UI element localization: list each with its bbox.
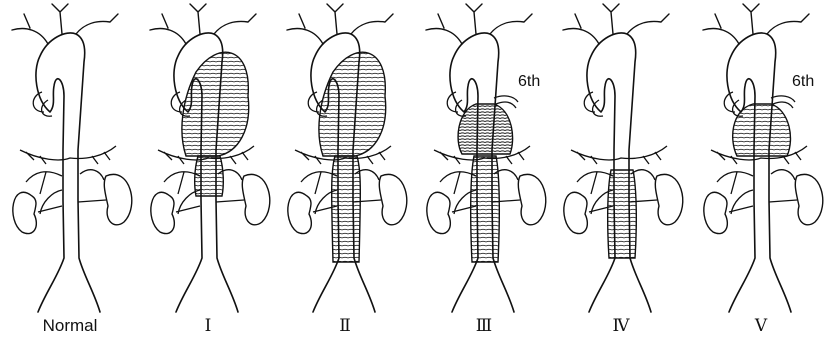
intercostal-level-annotation-type-5: 6th <box>792 73 814 91</box>
right-kidney <box>242 174 269 224</box>
pulmonary-stub <box>584 92 603 116</box>
panel-label-normal: Normal <box>15 316 125 336</box>
panel-label-type-2: Ⅱ <box>290 316 400 336</box>
aorta-panel-0 <box>12 4 132 312</box>
diaphragm <box>20 146 116 164</box>
right-kidney <box>379 174 406 224</box>
visceral-branches <box>26 170 104 214</box>
renal-arteries <box>176 200 244 212</box>
left-kidney <box>564 192 588 233</box>
right-kidney <box>795 174 822 224</box>
pulmonary-stub <box>447 92 466 116</box>
panel-label-type-5: Ⅴ <box>706 316 816 336</box>
pulmonary-stub <box>33 92 52 116</box>
arch-branches <box>150 4 256 44</box>
abdominal-aneurysm <box>471 156 500 262</box>
left-kidney <box>427 192 451 233</box>
panel-label-type-4: Ⅳ <box>566 316 676 336</box>
diaphragm <box>571 146 667 164</box>
left-kidney <box>288 192 312 233</box>
lower-thoracic-aneurysm <box>458 104 513 154</box>
renal-arteries <box>38 200 106 212</box>
aorta-panel-2 <box>287 4 407 312</box>
arch-branches <box>703 4 809 44</box>
left-kidney <box>704 192 728 233</box>
arch-branches <box>287 4 393 44</box>
right-kidney <box>518 174 545 224</box>
aorta-panel-4 <box>563 4 683 312</box>
renal-arteries <box>729 200 797 212</box>
arch-branches <box>426 4 532 44</box>
aorta-panel-5 <box>703 4 823 312</box>
right-kidney <box>104 174 131 224</box>
arch-branches <box>563 4 669 44</box>
panel-label-type-1: Ⅰ <box>153 316 263 336</box>
arch-branches <box>12 4 118 44</box>
left-kidney <box>13 192 37 233</box>
abdominal-aneurysm <box>332 156 361 262</box>
abdominal-aneurysm <box>608 170 637 258</box>
panel-label-type-3: Ⅲ <box>429 316 539 336</box>
right-kidney <box>655 174 682 224</box>
visceral-branches <box>717 170 795 214</box>
aorta-panel-1 <box>150 4 270 312</box>
intercostal-level-annotation-type-3: 6th <box>518 73 540 91</box>
aorta-panel-3 <box>426 4 546 312</box>
left-kidney <box>151 192 175 233</box>
